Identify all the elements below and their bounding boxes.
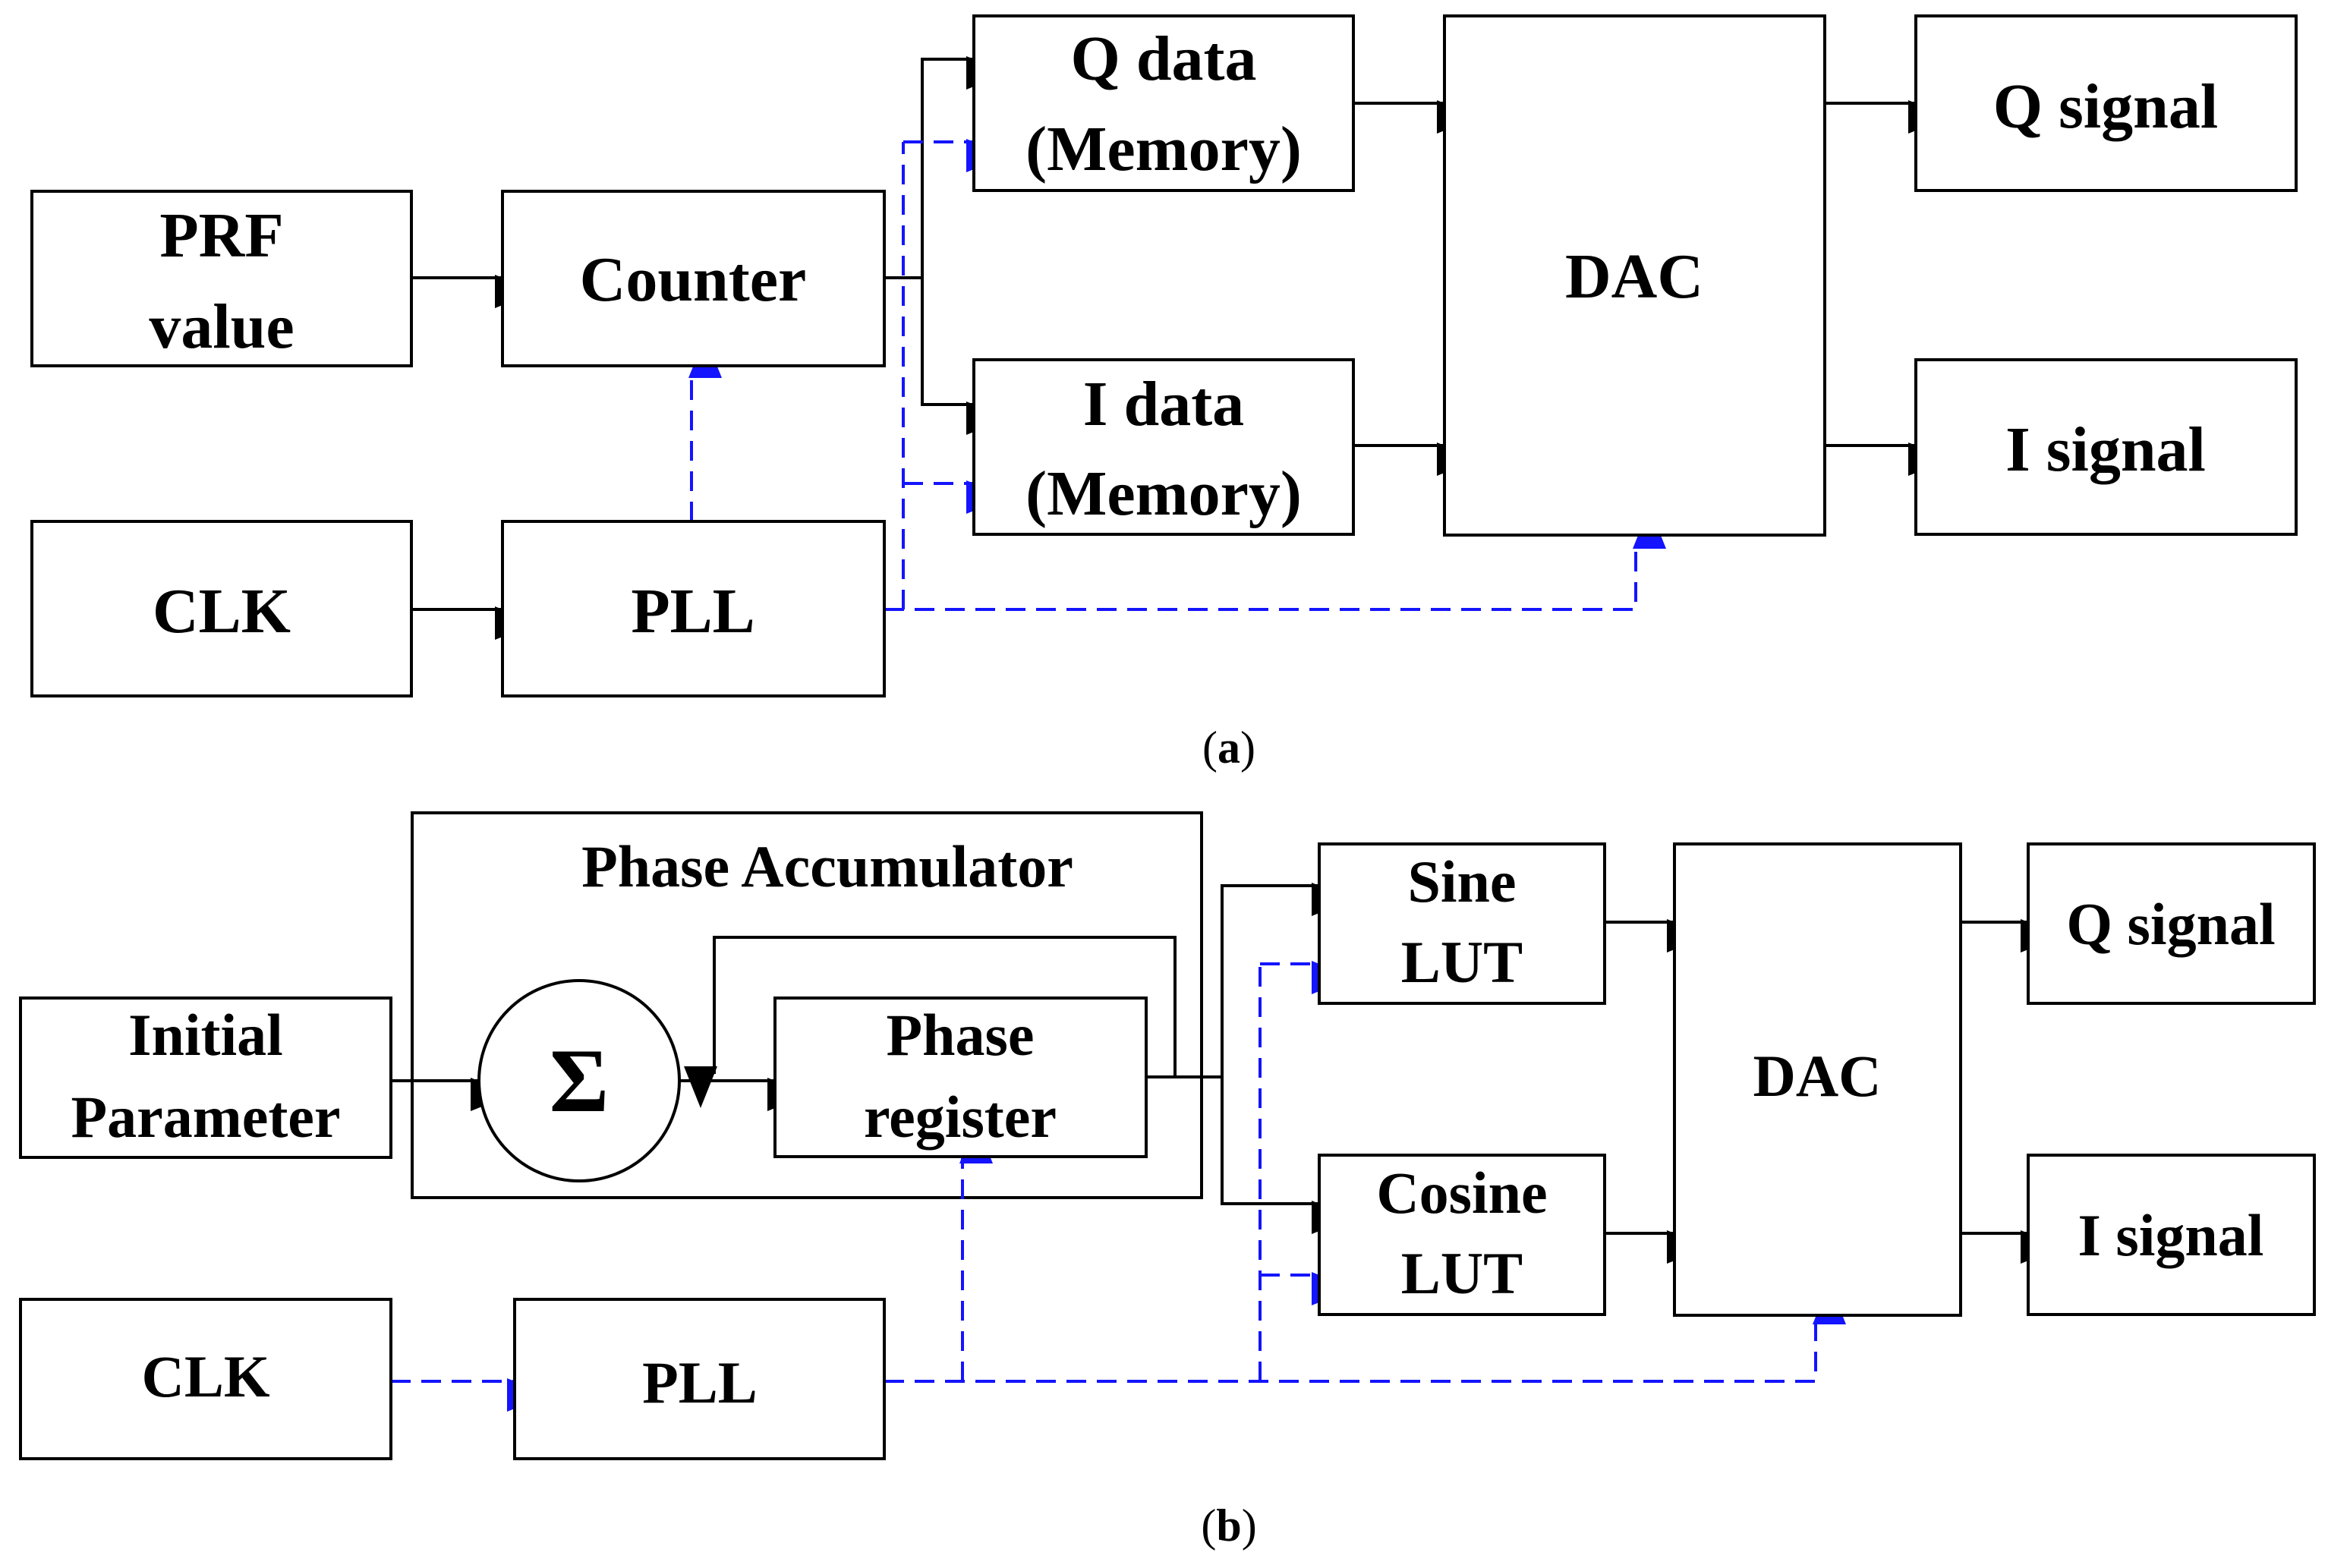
dac-block-b: DAC [1673, 842, 1962, 1317]
initial-label-line1: Initial [128, 1002, 283, 1068]
i-signal-block-b: I signal [2027, 1154, 2316, 1316]
sine-lut-label-line1: Sine [1407, 849, 1516, 915]
initial-parameter-block: Initial Parameter [19, 997, 392, 1159]
arrow-counter-to-q-data [921, 56, 1008, 278]
q-data-memory-block: Q data (Memory) [972, 14, 1355, 192]
i-signal-label-b: I signal [2078, 1202, 2264, 1268]
sine-lut-block: Sine LUT [1318, 842, 1606, 1005]
q-data-label-line1: Q data [1070, 24, 1256, 94]
i-signal-label-a: I signal [2005, 414, 2206, 485]
counter-label: Counter [580, 244, 807, 315]
dac-label-b: DAC [1753, 1043, 1882, 1109]
pll-block-b: PLL [513, 1298, 886, 1460]
arrow-counter-to-i-data [921, 278, 1008, 435]
pll-block-a: PLL [501, 520, 886, 697]
i-data-label-line1: I data [1083, 369, 1244, 439]
caption-a: (a) [1202, 723, 1255, 773]
summation-block: Σ [477, 979, 681, 1182]
q-signal-label-b: Q signal [2066, 891, 2275, 957]
prf-label-line2: value [149, 291, 294, 362]
counter-block: Counter [501, 190, 886, 367]
initial-label-line2: Parameter [71, 1084, 340, 1150]
phase-accumulator-label: Phase Accumulator [581, 833, 1073, 899]
cosine-lut-label-line2: LUT [1401, 1240, 1523, 1306]
pll-label-b: PLL [642, 1349, 758, 1415]
i-data-memory-block: I data (Memory) [972, 358, 1355, 536]
i-signal-block-a: I signal [1914, 358, 2298, 536]
q-signal-block-a: Q signal [1914, 14, 2298, 192]
arrow-to-cosine-lut [1221, 1077, 1353, 1234]
clk-label-a: CLK [153, 576, 291, 647]
caption-b-letter: b [1216, 1500, 1241, 1551]
prf-label-line1: PRF [159, 200, 283, 271]
phase-register-block: Phase register [773, 997, 1148, 1158]
q-signal-label-a: Q signal [1993, 71, 2218, 142]
clk-block-a: CLK [30, 520, 413, 697]
clk-block-b: CLK [19, 1298, 392, 1460]
sigma-symbol: Σ [550, 1030, 609, 1131]
cosine-lut-label-line1: Cosine [1376, 1160, 1547, 1226]
caption-b: (b) [1201, 1500, 1256, 1551]
caption-a-letter: a [1218, 723, 1240, 773]
arrow-to-sine-lut [1221, 883, 1353, 1077]
dac-label-a: DAC [1565, 241, 1703, 312]
cosine-lut-block: Cosine LUT [1318, 1154, 1606, 1316]
q-signal-block-b: Q signal [2027, 842, 2316, 1005]
clock-pll-to-dac-a [884, 507, 1666, 611]
dac-block-a: DAC [1443, 14, 1826, 537]
phase-register-label-line2: register [864, 1084, 1057, 1150]
pll-label-a: PLL [631, 576, 754, 647]
diagram-a: PRF value Counter CLK PLL Q data (Memory… [30, 14, 2298, 773]
clk-label-b: CLK [141, 1343, 269, 1409]
diagram-b: Phase Accumulator Initial Parameter Σ [19, 811, 2316, 1551]
clock-pll-to-dac-b [884, 1283, 1846, 1383]
prf-value-block: PRF value [30, 190, 413, 367]
phase-register-label-line1: Phase [887, 1002, 1035, 1068]
i-data-label-line2: (Memory) [1025, 458, 1302, 529]
q-data-label-line2: (Memory) [1025, 114, 1302, 184]
sine-lut-label-line2: LUT [1401, 929, 1523, 995]
